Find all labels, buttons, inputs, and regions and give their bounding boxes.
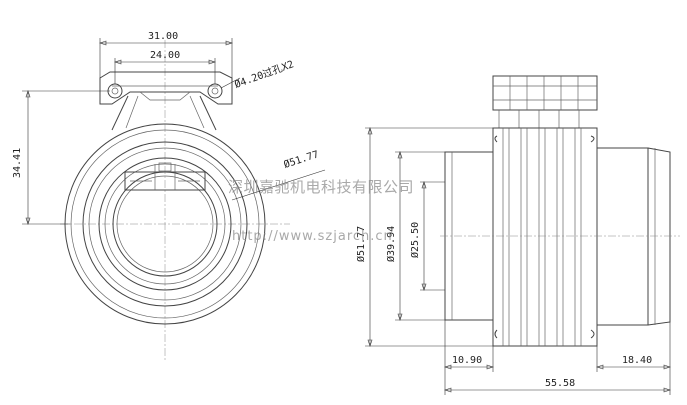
dim-dia-outer-side: Ø51.77 <box>355 127 493 347</box>
dim-24-label: 24.00 <box>150 50 180 61</box>
dim-3994-label: Ø39.94 <box>385 226 397 262</box>
watermark-company: 深圳嘉驰机电科技有限公司 <box>228 178 415 196</box>
dim-5177-front-label: Ø51.77 <box>282 148 320 171</box>
dim-5177-side-label: Ø51.77 <box>355 226 367 262</box>
brush-block <box>124 162 206 191</box>
dim-len-total: 55.58 <box>444 378 671 393</box>
dim-len-left: 10.90 <box>444 320 494 395</box>
dim-3441-label: 34.41 <box>12 148 23 178</box>
dim-2550-label: Ø25.50 <box>409 222 421 258</box>
dim-width-inner: 24.00 <box>114 50 216 84</box>
side-view: Ø51.77 Ø39.94 Ø25.50 10.90 <box>355 75 680 395</box>
rotor-ring <box>98 157 232 291</box>
dim-dia-mid: Ø39.94 <box>385 151 445 321</box>
dim-height: 34.41 <box>12 90 110 225</box>
dim-5558-label: 55.58 <box>545 378 575 389</box>
dim-width-outer: 31.00 <box>99 31 233 78</box>
dim-1840-label: 18.40 <box>622 355 652 366</box>
mounting-flange <box>99 71 233 131</box>
ring-grooves <box>494 128 595 346</box>
terminal-block <box>492 75 598 128</box>
stator-right <box>597 147 649 326</box>
dim-1090-label: 10.90 <box>452 355 482 366</box>
dim-31-label: 31.00 <box>148 31 178 42</box>
watermark-url: http://www.szjarch.cn <box>232 229 393 244</box>
hole-note-label: Ø4.20过孔X2 <box>233 57 296 90</box>
shaft-left <box>444 151 494 321</box>
dim-dia-inner: Ø25.50 <box>409 181 445 291</box>
dim-len-right: 18.40 <box>596 322 671 395</box>
